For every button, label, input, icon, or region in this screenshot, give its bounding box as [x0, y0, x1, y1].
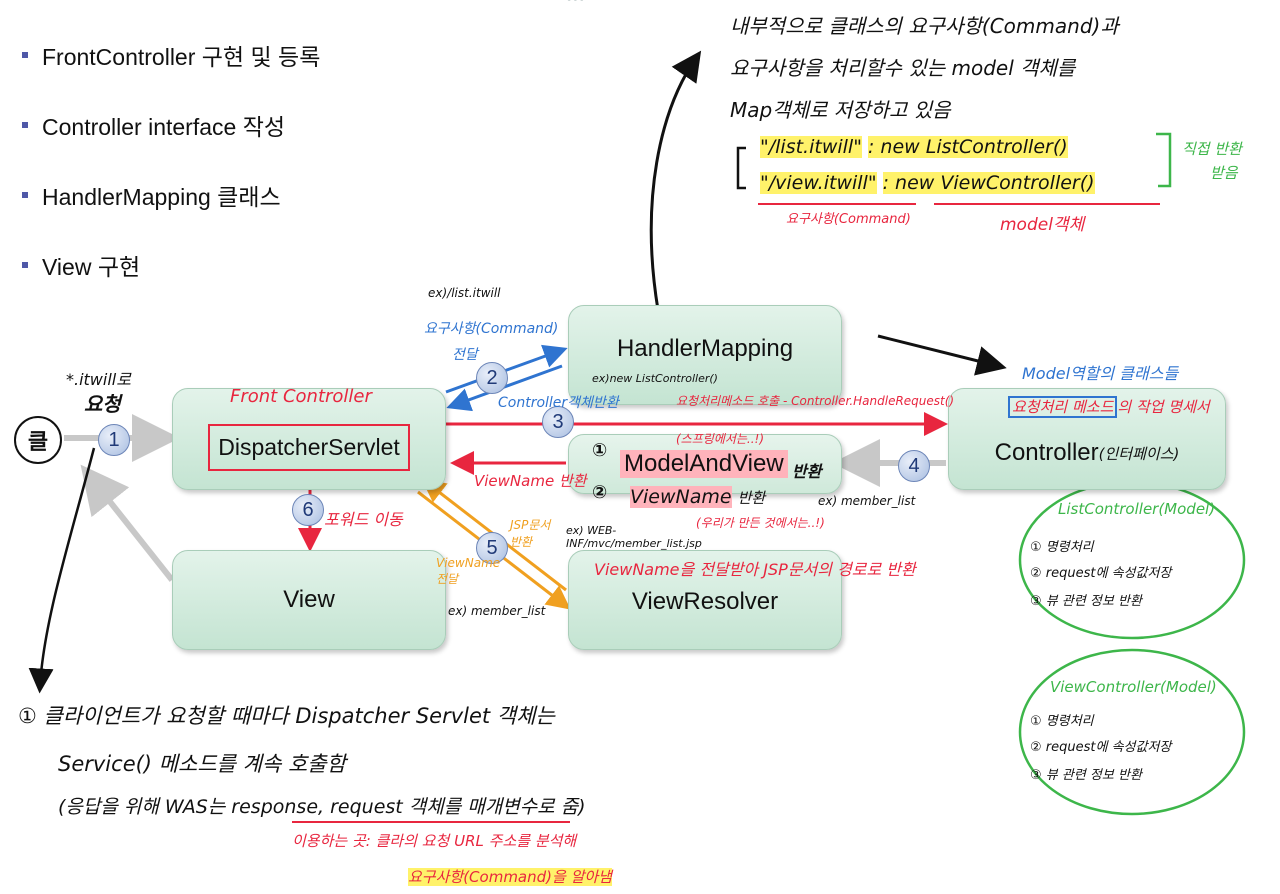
bullet-dot	[22, 262, 28, 268]
view-controller-item-2: ② request에 속성값저장	[1030, 740, 1172, 755]
view-resolver-box: ViewResolver	[568, 550, 842, 650]
step-6-badge: 6	[292, 494, 324, 526]
top-dots: •••	[566, 0, 585, 9]
view-controller-oval	[1018, 648, 1246, 816]
client-request-line1: *.itwill로	[66, 370, 131, 389]
forward-move-label: 포워드 이동	[324, 510, 403, 529]
step-5-badge: 5	[476, 532, 508, 564]
map-value-label: model객체	[1000, 215, 1085, 235]
client-label: 클	[27, 429, 49, 454]
list-controller-item-2: ② request에 속성값저장	[1030, 566, 1172, 581]
view-label: View	[283, 586, 335, 613]
arrow-view-to-client	[80, 464, 175, 582]
controller-object-return-label: Controller객체반환	[498, 395, 619, 411]
bottom-note-line5-text: 요구사항(Command)을 알아냄	[408, 868, 612, 886]
map-entry-2-value: : new ViewController()	[882, 172, 1095, 194]
step-2-badge: 2	[476, 362, 508, 394]
map-key-label: 요구사항(Command)	[786, 212, 911, 227]
view-name-return-label: ViewName 반환	[474, 472, 587, 490]
view-resolver-note: ViewName을 전달받아 JSP문서의 경로로 반환	[594, 560, 916, 579]
list-controller-item-1: ① 명령처리	[1030, 540, 1094, 555]
bullet-text: View 구현	[42, 254, 141, 280]
top-note-line1: 내부적으로 클래스의 요구사항(Command)과	[730, 14, 1119, 38]
step-3-badge: 3	[542, 406, 574, 438]
arrow-controller-return	[446, 364, 563, 412]
client-request-line2: 요청	[84, 392, 121, 416]
bottom-note-line2: Service() 메소드를 계속 호출함	[58, 752, 346, 776]
model-and-view-return: 반환	[792, 462, 822, 481]
map-entry-1-value: : new ListController()	[867, 136, 1068, 158]
arrow-handlermapping-to-note	[649, 50, 702, 311]
arrow-step1-to-note	[28, 447, 96, 694]
top-note-line3: Map객체로 저장하고 있음	[730, 98, 951, 122]
controller-suffix: (인터페이스)	[1098, 444, 1180, 463]
bullet-item-view: View 구현	[22, 248, 140, 282]
model-and-view-label: ModelAndView	[620, 450, 788, 478]
circle-two-label: ②	[592, 482, 608, 503]
step-4-badge: 4	[898, 450, 930, 482]
map-entry-2: "/view.itwill" : new ViewController()	[760, 172, 1095, 194]
client-circle: 클	[14, 416, 62, 464]
top-note-line2: 요구사항을 처리할수 있는 model 객체를	[730, 56, 1076, 80]
made-note-label: (우리가 만든 것에서는..!)	[696, 516, 825, 530]
view-resolver-label: ViewResolver	[631, 588, 779, 615]
ex-member-list-right: ex) member_list	[818, 494, 916, 508]
bottom-note-line5: 요구사항(Command)을 알아냄	[408, 866, 612, 887]
request-command-label: 요구사항(Command)	[424, 321, 559, 337]
bullet-text: FrontController 구현 및 등록	[42, 44, 321, 70]
arrow-to-model-classes	[877, 334, 1007, 376]
view-box: View	[172, 550, 446, 650]
bullet-item-handlermapping: HandlerMapping 클래스	[22, 178, 281, 212]
controller-label: Controller	[994, 439, 1099, 466]
view-name-deliver-label: ViewName 전달	[436, 556, 501, 586]
bullet-text: HandlerMapping 클래스	[42, 184, 281, 210]
ex-member-list-bottom: ex) member_list	[448, 604, 546, 618]
view-name-return-suffix: 반환	[737, 489, 766, 507]
circle-one-label: ①	[592, 440, 608, 461]
step-1-badge: 1	[98, 424, 130, 456]
jsp-doc-return-label: JSP문서 반환	[510, 518, 551, 549]
ex-list-itwill: ex)/list.itwill	[428, 286, 501, 300]
direct-return-label2: 받음	[1210, 164, 1238, 182]
map-entry-1: "/list.itwill" : new ListController()	[760, 136, 1068, 158]
map-bracket	[736, 146, 746, 190]
map-entry-1-key: "/list.itwill"	[760, 136, 862, 158]
call-request-method-label: 요청처리메소드 호출 - Controller.HandleRequest()	[676, 394, 955, 408]
bullet-dot	[22, 192, 28, 198]
ex-web-inf-label: ex) WEB-INF/mvc/member_list.jsp	[566, 524, 702, 550]
view-name-label: ViewName 반환	[630, 486, 765, 508]
dispatcher-servlet-box: DispatcherServlet	[172, 388, 446, 490]
direct-return-label: 직접 반환	[1182, 140, 1242, 158]
deliver-label: 전달	[452, 347, 478, 363]
new-list-controller-label: ex)new ListController()	[592, 372, 718, 385]
bullet-text: Controller interface 작성	[42, 114, 286, 140]
front-controller-label: Front Controller	[230, 386, 372, 407]
bullet-dot	[22, 122, 28, 128]
view-controller-item-1: ① 명령처리	[1030, 714, 1094, 729]
bullet-item-frontcontroller: FrontController 구현 및 등록	[22, 38, 320, 72]
list-controller-item-3: ③ 뷰 관련 정보 반환	[1030, 594, 1142, 609]
handler-mapping-box: HandlerMapping	[568, 305, 842, 405]
green-bracket	[1156, 132, 1172, 188]
view-controller-item-3: ③ 뷰 관련 정보 반환	[1030, 768, 1142, 783]
bullet-dot	[22, 52, 28, 58]
bottom-note-line4: 이용하는 곳: 클라의 요청 URL 주소를 분석해	[292, 832, 577, 850]
bottom-note-line3: (응답을 위해 WAS는 response, request 객체를 매개변수로…	[58, 796, 586, 818]
spring-note-label: (스프링에서는..!)	[676, 432, 765, 446]
controller-box: Controller (인터페이스)	[948, 388, 1226, 490]
view-controller-title: ViewController(Model)	[1050, 678, 1217, 696]
list-controller-title: ListController(Model)	[1058, 500, 1216, 518]
bottom-note-line1: ① 클라이언트가 요청할 때마다 Dispatcher Servlet 객체는	[18, 704, 555, 728]
direct-process-b: 의 작업 명세서	[1117, 398, 1210, 416]
model-role-label: Model역할의 클래스들	[1022, 364, 1179, 383]
dispatcher-servlet-label: DispatcherServlet	[208, 423, 410, 471]
bullet-item-controller-interface: Controller interface 작성	[22, 108, 285, 142]
map-entry-2-key: "/view.itwill"	[760, 172, 877, 194]
handler-mapping-label: HandlerMapping	[616, 335, 794, 362]
direct-process-a: 요청처리 메소드	[1008, 396, 1118, 418]
view-name-text: ViewName	[630, 486, 732, 508]
